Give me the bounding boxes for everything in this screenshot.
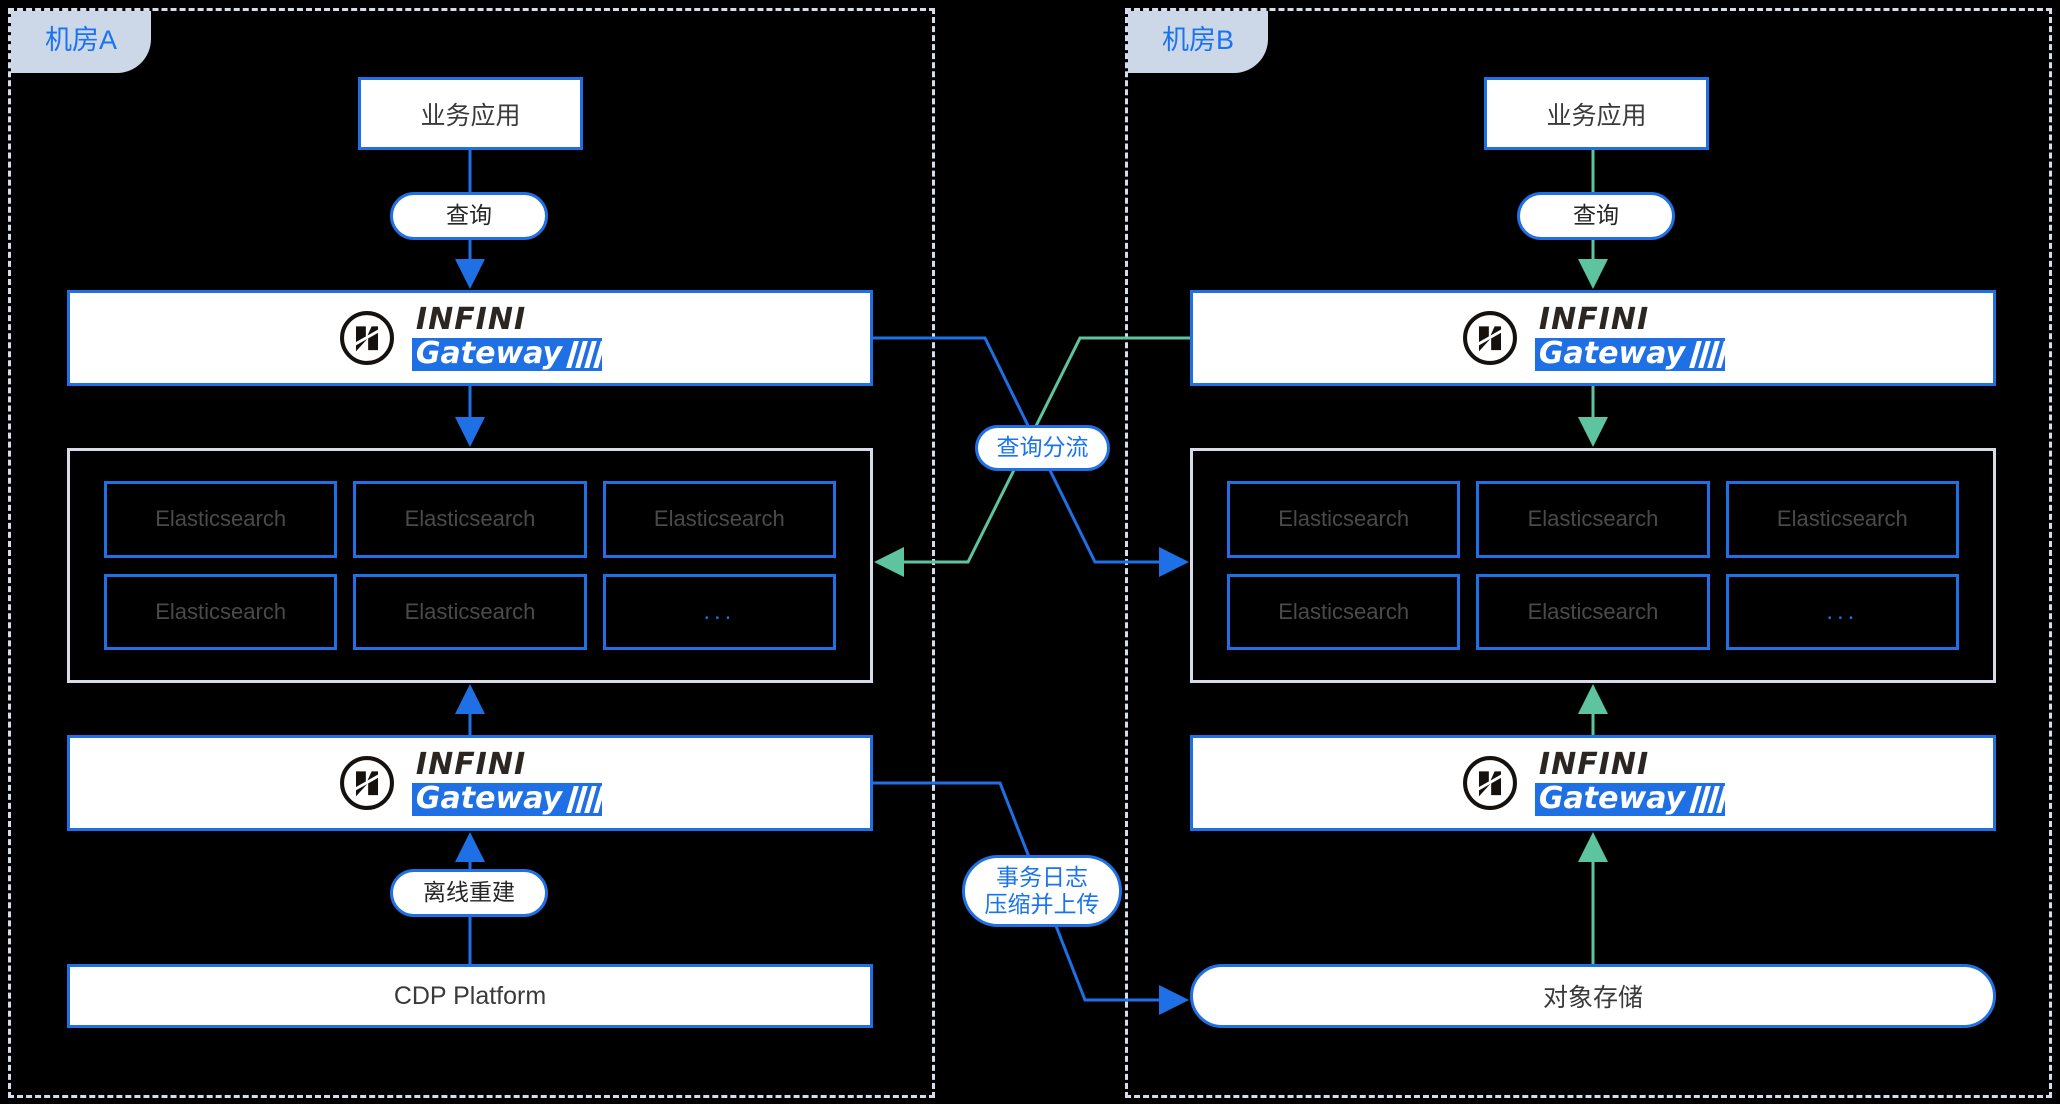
es-node-label: Elasticsearch: [404, 598, 536, 624]
es-node-label: Elasticsearch: [155, 598, 287, 624]
site-a-offline-rebuild-pill: 离线重建: [390, 869, 548, 917]
infini-gateway-logo: INFINI Gateway: [338, 302, 606, 371]
txlog-upload-label-line2: 压缩并上传: [984, 891, 1100, 917]
site-b-app-box[interactable]: 业务应用: [1484, 77, 1709, 150]
infini-gateway-logo: INFINI Gateway: [1461, 747, 1729, 816]
site-b-query-label: 查询: [1573, 202, 1619, 229]
gateway-banner: Gateway: [411, 336, 606, 371]
site-a-app-label: 业务应用: [420, 101, 521, 130]
infini-logo-icon: [1461, 309, 1519, 367]
es-node-label: ...: [703, 597, 736, 625]
site-a-es-grid: Elasticsearch Elasticsearch Elasticsearc…: [70, 451, 870, 680]
site-a-gateway-top[interactable]: INFINI Gateway: [67, 290, 873, 386]
txlog-upload-pill: 事务日志 压缩并上传: [962, 855, 1122, 927]
es-node-label: Elasticsearch: [1278, 598, 1410, 624]
es-node[interactable]: Elasticsearch: [1227, 573, 1461, 650]
site-b-app-label: 业务应用: [1546, 101, 1647, 130]
es-node-label: Elasticsearch: [1527, 506, 1659, 532]
infini-gateway-wordmark: INFINI Gateway: [411, 747, 606, 816]
site-b-gateway-top[interactable]: INFINI Gateway: [1190, 290, 1996, 386]
site-b-es-cluster: Elasticsearch Elasticsearch Elasticsearc…: [1190, 448, 1996, 683]
es-node[interactable]: Elasticsearch: [1476, 573, 1710, 650]
site-b-object-storage[interactable]: 对象存储: [1190, 964, 1996, 1028]
zone-a-label: 机房A: [44, 25, 117, 55]
es-node-label: ...: [1826, 597, 1859, 625]
zone-a-tab: 机房A: [11, 11, 151, 73]
site-b-query-pill: 查询: [1517, 192, 1675, 240]
es-node-label: Elasticsearch: [653, 506, 785, 532]
es-node[interactable]: Elasticsearch: [104, 573, 338, 650]
zone-a-boundary: [8, 8, 935, 1098]
es-node-label: Elasticsearch: [1278, 506, 1410, 532]
site-b-es-grid: Elasticsearch Elasticsearch Elasticsearc…: [1193, 451, 1993, 680]
infini-gateway-logo: INFINI Gateway: [1461, 302, 1729, 371]
site-a-cdp-platform[interactable]: CDP Platform: [67, 964, 873, 1028]
es-node-label: Elasticsearch: [1527, 598, 1659, 624]
gateway-product-text: Gateway: [415, 781, 563, 816]
site-b-object-storage-label: 对象存储: [1542, 984, 1643, 1012]
es-node[interactable]: Elasticsearch: [1476, 481, 1710, 558]
gateway-product-text: Gateway: [1538, 781, 1686, 816]
es-node-label: Elasticsearch: [1776, 506, 1908, 532]
zone-b-label: 机房B: [1161, 25, 1234, 55]
es-node-overflow[interactable]: ...: [602, 573, 836, 650]
es-node-label: Elasticsearch: [404, 506, 536, 532]
zone-b-boundary: [1125, 8, 2052, 1098]
es-node-label: Elasticsearch: [155, 506, 287, 532]
infini-logo-icon: [338, 309, 396, 367]
infini-brand-text: INFINI: [415, 302, 527, 337]
site-a-gateway-bottom[interactable]: INFINI Gateway: [67, 735, 873, 831]
site-a-offline-rebuild-label: 离线重建: [423, 879, 515, 906]
gateway-banner: Gateway: [1534, 781, 1729, 816]
site-a-query-pill: 查询: [390, 192, 548, 240]
infini-brand-text: INFINI: [1538, 747, 1650, 782]
es-node[interactable]: Elasticsearch: [602, 481, 836, 558]
gateway-banner: Gateway: [1534, 336, 1729, 371]
infini-logo-icon: [1461, 754, 1519, 812]
es-node[interactable]: Elasticsearch: [1227, 481, 1461, 558]
site-a-cdp-platform-label: CDP Platform: [393, 981, 547, 1010]
infini-brand-text: INFINI: [415, 747, 527, 782]
site-a-app-box[interactable]: 业务应用: [358, 77, 583, 150]
query-split-label: 查询分流: [996, 434, 1089, 461]
infini-gateway-wordmark: INFINI Gateway: [1534, 302, 1729, 371]
infini-gateway-logo: INFINI Gateway: [338, 747, 606, 816]
infini-gateway-wordmark: INFINI Gateway: [1534, 747, 1729, 816]
infini-brand-text: INFINI: [1538, 302, 1650, 337]
gateway-product-text: Gateway: [1538, 336, 1686, 371]
es-node[interactable]: Elasticsearch: [353, 573, 587, 650]
es-node[interactable]: Elasticsearch: [104, 481, 338, 558]
site-b-gateway-bottom[interactable]: INFINI Gateway: [1190, 735, 1996, 831]
gateway-banner: Gateway: [411, 781, 606, 816]
es-node[interactable]: Elasticsearch: [1725, 481, 1959, 558]
gateway-product-text: Gateway: [415, 336, 563, 371]
infini-gateway-wordmark: INFINI Gateway: [411, 302, 606, 371]
txlog-upload-label-line1: 事务日志: [996, 863, 1088, 890]
es-node[interactable]: Elasticsearch: [353, 481, 587, 558]
infini-logo-icon: [338, 754, 396, 812]
site-a-es-cluster: Elasticsearch Elasticsearch Elasticsearc…: [67, 448, 873, 683]
zone-b-tab: 机房B: [1128, 11, 1268, 73]
es-node-overflow[interactable]: ...: [1725, 573, 1959, 650]
query-split-pill: 查询分流: [975, 425, 1110, 471]
site-a-query-label: 查询: [446, 202, 492, 229]
